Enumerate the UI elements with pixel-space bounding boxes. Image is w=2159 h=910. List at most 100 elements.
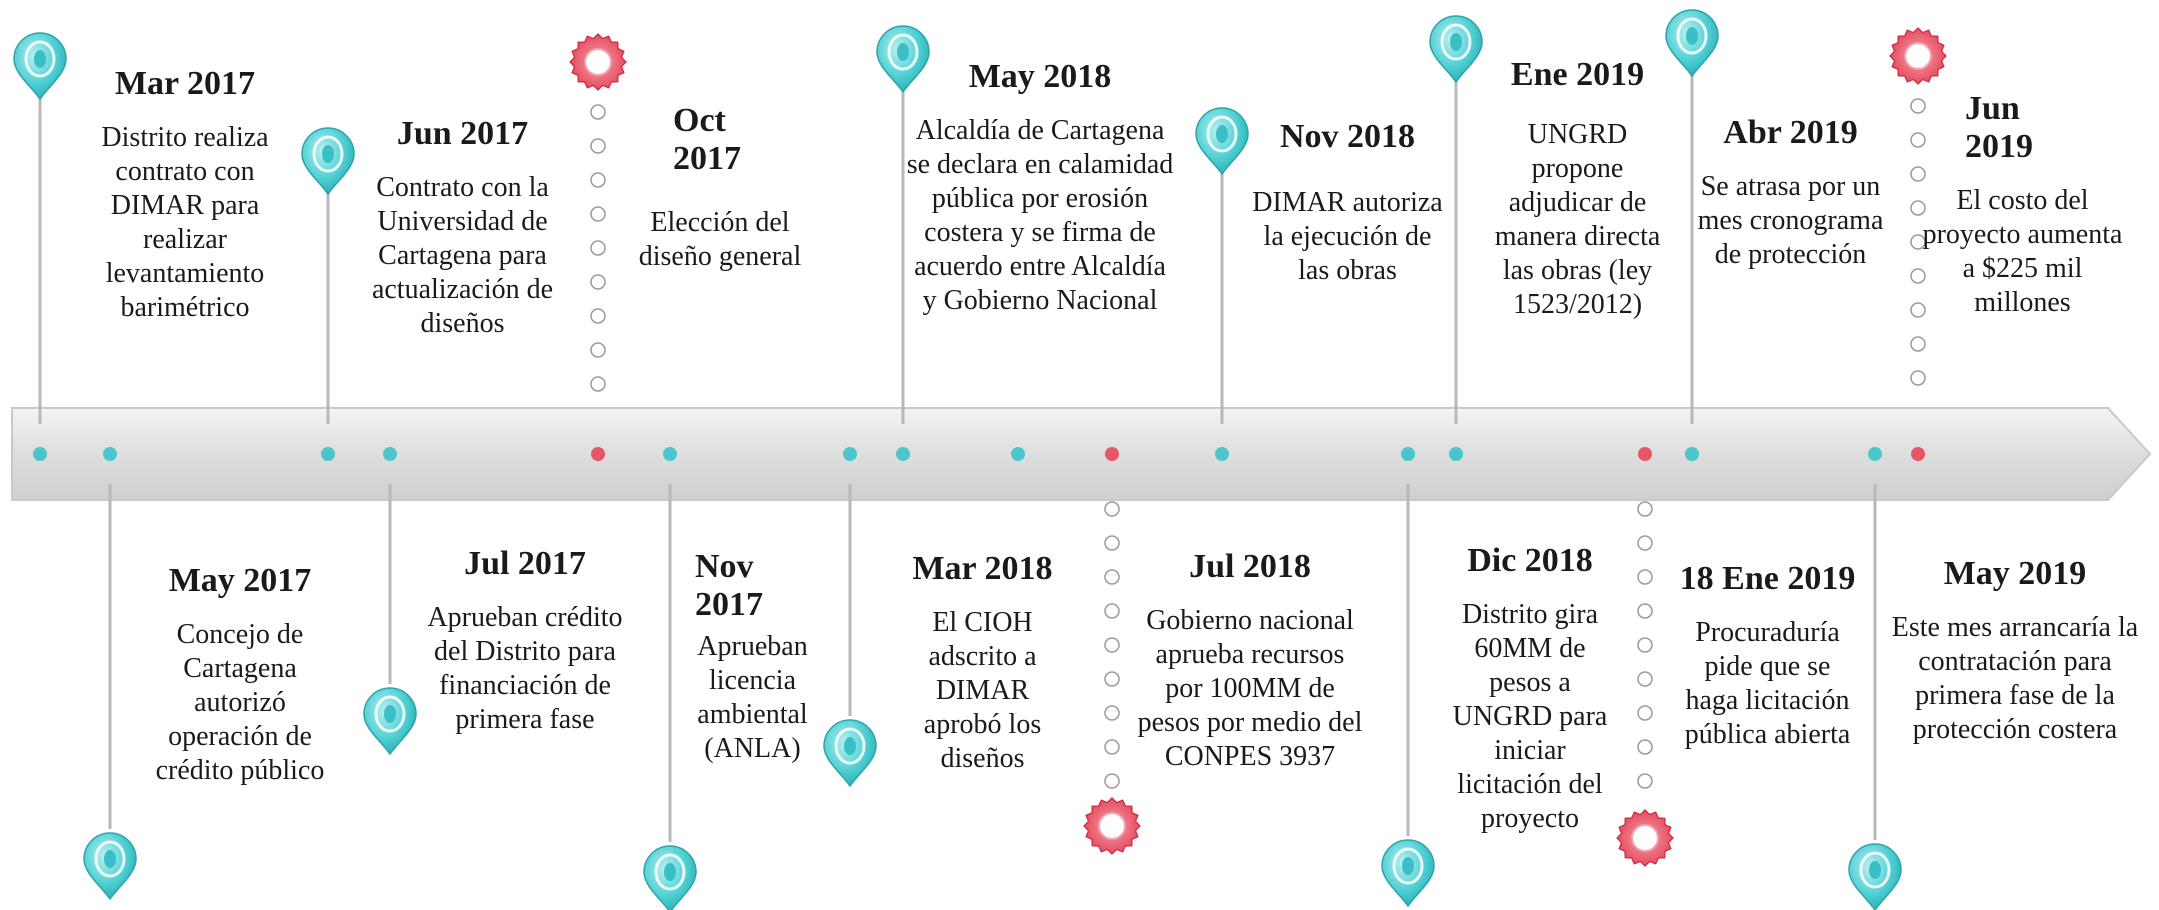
connector-dot [1637, 637, 1653, 653]
event-description: Distrito gira 60MM de pesos a UNGRD para… [1452, 599, 1608, 834]
connector-dot [1910, 370, 1926, 386]
event-description: Gobierno nacional aprueba recursos por 1… [1137, 605, 1363, 772]
event-description: DIMAR autoriza la ejecución de las obras [1252, 187, 1443, 286]
timeline-dot [1685, 447, 1699, 461]
event-ene2019: Ene 2019 UNGRD propone adjudicar de mane… [1490, 56, 1665, 322]
connector-dot [1910, 234, 1926, 250]
event-description: Elección del diseño general [638, 207, 802, 272]
timeline-dot [103, 447, 117, 461]
location-pin-icon [363, 687, 417, 756]
connector-dot [590, 342, 606, 358]
event-description: El CIOH adscrito a DIMAR aprobó los dise… [923, 607, 1042, 774]
event-jul2017: Jul 2017 Aprueban crédito del Distrito p… [410, 545, 640, 737]
connector-dot [1104, 705, 1120, 721]
event-jun2019: Jun 2019 El costo del proyecto aumenta a… [1915, 90, 2130, 320]
timeline-dot [33, 447, 47, 461]
connector-dot [1104, 501, 1120, 517]
timeline-dot [1638, 447, 1652, 461]
flower-marker-icon [569, 33, 627, 91]
location-pin-icon [823, 719, 877, 788]
timeline-dot [843, 447, 857, 461]
connector-dot [1637, 739, 1653, 755]
event-date: Ene 2019 [1510, 56, 1645, 93]
event-date: May 2017 [168, 562, 312, 599]
connector-dot [1104, 671, 1120, 687]
connector-dot [1910, 302, 1926, 318]
connector-dot [590, 274, 606, 290]
event-date: Mar 2018 [912, 550, 1053, 587]
connector-dot [1104, 637, 1120, 653]
event-description: Aprueban crédito del Distrito para finan… [427, 602, 623, 735]
event-description: Se atrasa por un mes cronograma de prote… [1697, 171, 1884, 270]
event-18ene2019: 18 Ene 2019 Procuraduría pide que se hag… [1660, 560, 1875, 752]
timeline-dot [663, 447, 677, 461]
event-date: Jul 2017 [464, 545, 586, 582]
event-description: Alcaldía de Cartagena se declara en cala… [906, 115, 1174, 316]
event-jul2018: Jul 2018 Gobierno nacional aprueba recur… [1115, 548, 1385, 774]
event-date: Jun 2019 [1965, 90, 2033, 165]
connector-dot [590, 376, 606, 392]
event-description: Distrito realiza contrato con DIMAR para… [101, 122, 269, 323]
location-pin-icon [643, 845, 697, 910]
connector-dot [1637, 705, 1653, 721]
timeline-dot [321, 447, 335, 461]
location-pin-icon [876, 25, 930, 94]
connector-dot [1637, 603, 1653, 619]
event-dic2018: Dic 2018 Distrito gira 60MM de pesos a U… [1430, 542, 1630, 836]
connector-dot [590, 240, 606, 256]
event-description: Procuraduría pide que se haga licitación… [1684, 617, 1851, 750]
connector-dot [590, 172, 606, 188]
connector-dot [1637, 671, 1653, 687]
timeline-dot [1011, 447, 1025, 461]
event-description: Contrato con la Universidad de Cartagena… [371, 172, 554, 339]
location-pin-icon [1848, 843, 1902, 910]
event-mar2017: Mar 2017 Distrito realiza contrato con D… [70, 65, 300, 325]
timeline-dot [1105, 447, 1119, 461]
connector-dot [1104, 773, 1120, 789]
connector-dot [1637, 773, 1653, 789]
connector-dot [1104, 535, 1120, 551]
location-pin-icon [301, 127, 355, 196]
timeline-dot [896, 447, 910, 461]
timeline-dot [1911, 447, 1925, 461]
connector-dot [1104, 739, 1120, 755]
event-date: Dic 2018 [1467, 542, 1593, 579]
location-pin-icon [83, 832, 137, 901]
location-pin-icon [1381, 839, 1435, 908]
connector-dot [1910, 98, 1926, 114]
timeline-dot [1401, 447, 1415, 461]
timeline-dot [1215, 447, 1229, 461]
event-may2018: May 2018 Alcaldía de Cartagena se declar… [905, 58, 1175, 318]
event-date: Jun 2017 [396, 115, 529, 152]
event-abr2019: Abr 2019 Se atrasa por un mes cronograma… [1688, 114, 1893, 272]
connector-dot [1104, 569, 1120, 585]
event-description: UNGRD propone adjudicar de manera direct… [1494, 119, 1661, 320]
event-mar2018: Mar 2018 El CIOH adscrito a DIMAR aprobó… [895, 550, 1070, 776]
event-date: May 2019 [1943, 555, 2087, 592]
event-may2019: May 2019 Este mes arrancaría la contrata… [1885, 555, 2145, 747]
timeline-dot [1868, 447, 1882, 461]
connector-dot [1910, 200, 1926, 216]
event-oct2017: Oct 2017 Elección del diseño general [625, 102, 815, 274]
event-date: Jul 2018 [1189, 548, 1311, 585]
event-jun2017: Jun 2017 Contrato con la Universidad de … [355, 115, 570, 341]
timeline-dot [591, 447, 605, 461]
event-date: Oct 2017 [673, 102, 741, 177]
connector-dot [1910, 336, 1926, 352]
event-date: Nov 2018 [1279, 118, 1416, 155]
event-date: May 2018 [968, 58, 1112, 95]
flower-marker-icon [1889, 27, 1947, 85]
location-pin-icon [1195, 107, 1249, 176]
connector-dot [1637, 535, 1653, 551]
event-date: Mar 2017 [114, 65, 256, 102]
event-nov2017: Nov 2017 Aprueban licencia ambiental (AN… [695, 548, 810, 766]
event-description: Este mes arrancaría la contratación para… [1891, 612, 2139, 745]
connector-dot [1637, 569, 1653, 585]
timeline-dot [1449, 447, 1463, 461]
connector-dot [1910, 166, 1926, 182]
event-nov2018: Nov 2018 DIMAR autoriza la ejecución de … [1250, 118, 1445, 288]
event-date: Nov 2017 [695, 548, 763, 623]
flower-marker-icon [1083, 797, 1141, 855]
